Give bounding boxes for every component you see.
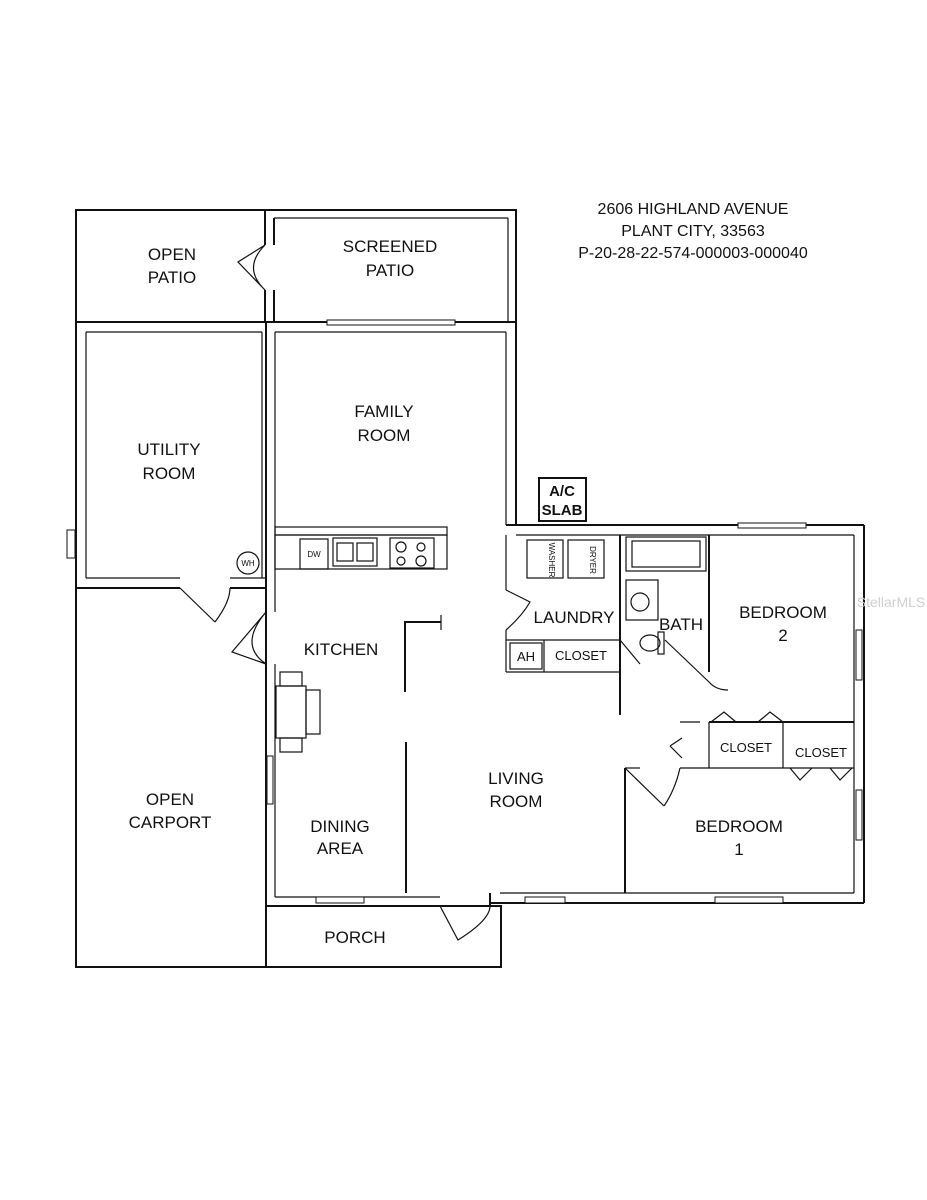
bedroom-2-line1: BEDROOM [739,603,827,622]
family-room-line1: FAMILY [354,402,413,421]
laundry-label: LAUNDRY [534,608,615,627]
dining-area-line2: AREA [317,839,364,858]
room-labels: OPEN PATIO SCREENED PATIO UTILITY ROOM F… [129,237,847,947]
screened-patio-line1: SCREENED [343,237,437,256]
utility-room-line1: UTILITY [137,440,200,459]
water-heater-label: WH [241,559,255,568]
open-patio-line2: PATIO [148,268,197,287]
water-heater-icon [236,551,260,575]
closet-bed1-label: CLOSET [795,745,847,760]
porch-label: PORCH [324,928,385,947]
watermark: StellarMLS [857,594,925,610]
range-icon [389,537,435,569]
side-vent-icon [66,529,76,559]
kitchen-label: KITCHEN [304,640,379,659]
dryer-icon [567,539,605,579]
dryer-label: DRYER [588,546,597,574]
city-line: PLANT CITY, 33563 [621,223,765,240]
bedroom-1-line1: BEDROOM [695,817,783,836]
washer-label: WASHER [547,543,556,578]
ac-slab-icon [538,477,587,522]
exterior-walls [75,209,865,968]
closet-bed2-label: CLOSET [720,740,772,755]
fixtures: DW WH WASHER DRYER AH [236,477,707,753]
washer-icon [526,539,564,579]
windows [66,319,863,904]
address-line: 2606 HIGHLAND AVENUE [598,201,789,218]
toilet-icon [639,634,661,652]
open-carport-line2: CARPORT [129,813,212,832]
family-room-line2: ROOM [358,426,411,445]
bathtub-icon [625,536,707,572]
bath-label: BATH [659,615,703,634]
air-handler-label: AH [517,649,535,664]
interior-walls [274,526,854,893]
screened-patio-line2: PATIO [366,261,415,280]
closet-laundry-label: CLOSET [555,648,607,663]
doors [179,244,853,941]
open-patio-line1: OPEN [148,245,196,264]
parcel-line: P-20-28-22-574-000003-000040 [578,245,808,262]
sink-icon [332,537,378,567]
vanity-icon [625,579,659,621]
dining-table-icon [275,685,307,739]
ac-slab-line2: SLAB [542,502,583,519]
living-room-line2: ROOM [490,792,543,811]
utility-room-line2: ROOM [143,464,196,483]
living-room-line1: LIVING [488,769,544,788]
bedroom-2-line2: 2 [778,626,787,645]
dishwasher-icon [299,538,329,570]
dishwasher-label: DW [307,550,321,559]
dining-area-line1: DINING [310,817,370,836]
air-handler-icon [509,642,543,670]
ac-slab-line1: A/C [549,483,575,500]
open-carport-line1: OPEN [146,790,194,809]
bedroom-1-line2: 1 [734,840,743,859]
